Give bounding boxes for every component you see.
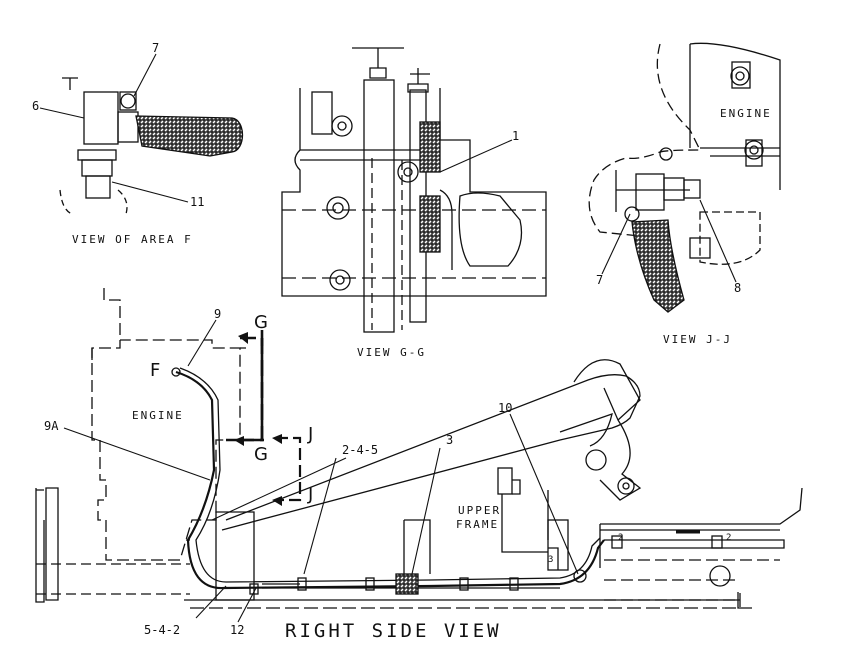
callout-10: 10: [498, 401, 513, 415]
callout-2-clamp-right: 2: [726, 533, 732, 543]
caption-view-j-j: VIEW J-J: [663, 333, 732, 346]
leader-6: [39, 107, 85, 119]
label-upper-frame-line2: FRAME: [456, 518, 500, 531]
label-section-j-bottom: J: [308, 484, 314, 505]
hose-section-j: [631, 219, 685, 313]
callout-3: 3: [446, 433, 454, 447]
callout-2-4-5: 2-4-5: [342, 443, 379, 457]
label-upper-frame-line1: UPPER: [458, 504, 502, 517]
callout-12: 12: [230, 623, 245, 637]
leader-11: [111, 181, 189, 203]
leader-245b: [303, 457, 337, 575]
hose-section: [135, 115, 244, 157]
label-section-g-bottom: G: [254, 444, 268, 465]
leader-3: [411, 447, 441, 575]
tube-upper: [419, 121, 441, 173]
label-engine-jj: ENGINE: [720, 107, 772, 120]
caption-view-g-g: VIEW G-G: [357, 346, 426, 359]
leader-7-j: [601, 213, 631, 275]
view-area-f: [59, 77, 244, 215]
view-g-g: [281, 47, 547, 333]
callout-9: 9: [214, 307, 222, 321]
callout-1: 1: [512, 129, 520, 143]
callout-2-clamp-left: 2: [618, 533, 624, 543]
leader-245a: [211, 457, 347, 521]
view-j-j: [588, 42, 781, 313]
callout-6: 6: [32, 99, 40, 113]
leader-1: [439, 139, 513, 173]
label-section-j-top: J: [308, 424, 314, 445]
right-side-view: [35, 288, 803, 609]
leader-10: [509, 413, 579, 575]
callout-3-small: 3: [548, 555, 554, 565]
tube-lower: [419, 195, 441, 253]
caption-right-side-view: RIGHT SIDE VIEW: [285, 620, 502, 642]
callout-11: 11: [190, 195, 205, 209]
callout-9a: 9A: [44, 419, 59, 433]
label-engine-main: ENGINE: [132, 409, 184, 422]
leader-7-f: [133, 53, 157, 97]
leader-9: [187, 319, 217, 367]
callout-5-4-2: 5-4-2: [144, 623, 181, 637]
label-area-f: F: [150, 360, 161, 381]
leader-542: [195, 585, 227, 619]
caption-view-area-f: VIEW OF AREA F: [72, 233, 193, 246]
leader-lines: [39, 53, 737, 623]
leader-8: [699, 199, 737, 283]
callout-8: 8: [734, 281, 742, 295]
callout-7-area-f: 7: [152, 41, 160, 55]
callout-7-view-j: 7: [596, 273, 604, 287]
label-section-g-top: G: [254, 312, 268, 333]
clamp-3: [395, 573, 419, 595]
leader-9a: [63, 427, 211, 481]
leader-12: [237, 587, 257, 623]
